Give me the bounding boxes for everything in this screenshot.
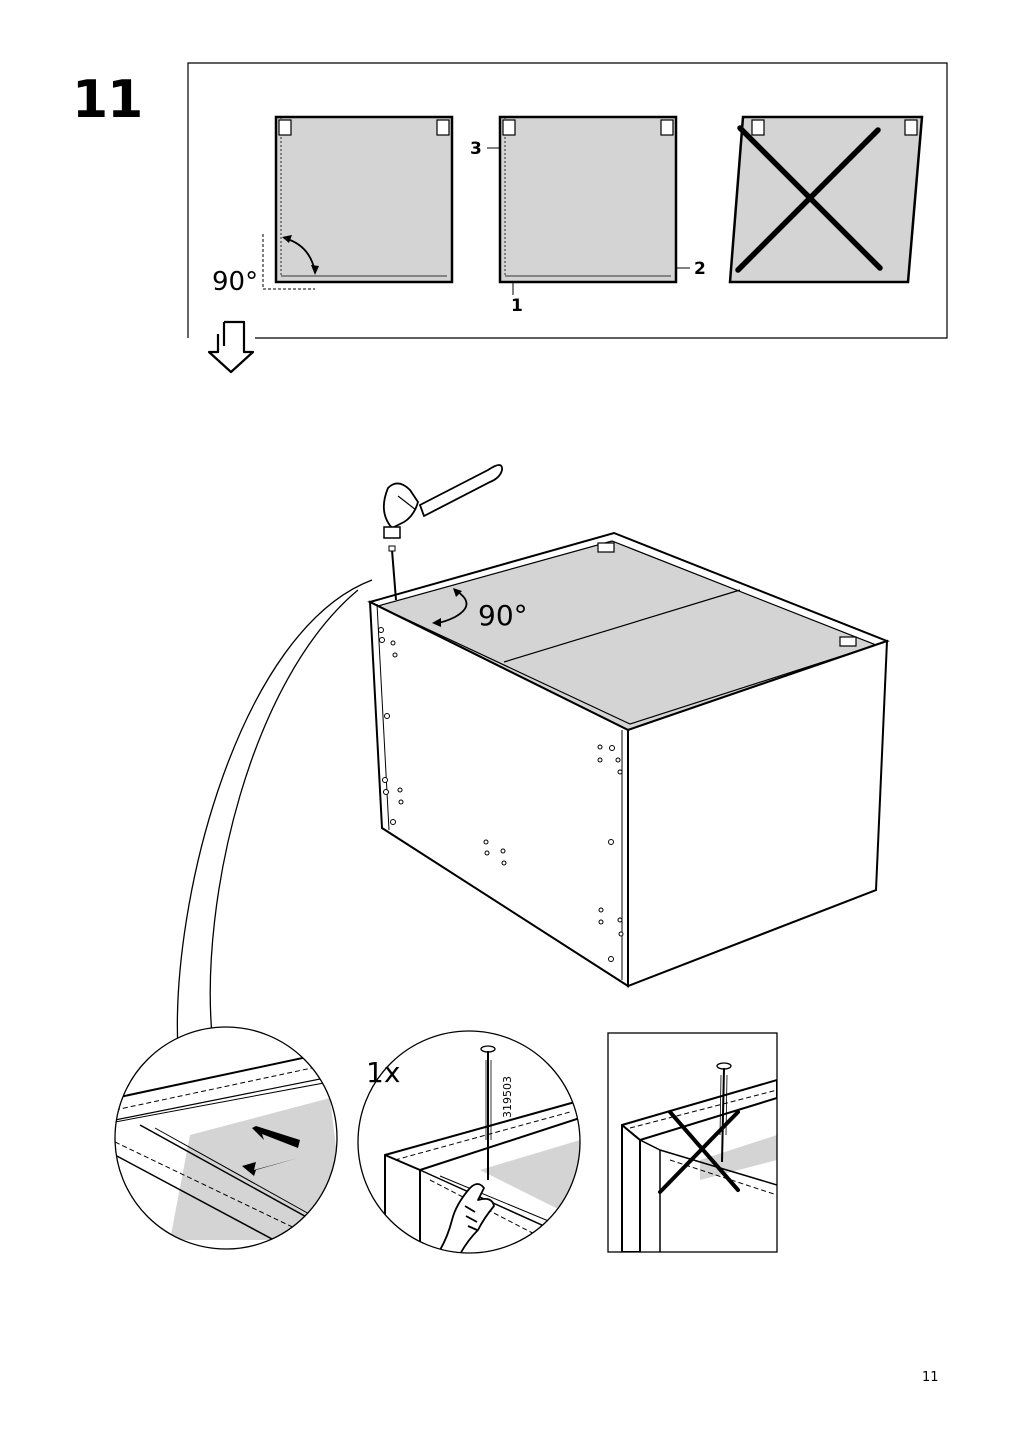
detail-circle-alignment [114, 1026, 338, 1250]
quantity-label: 1x [366, 1056, 400, 1089]
detail-circle-nail: 1x 319503 [357, 1030, 581, 1254]
callout-1: 1 [511, 296, 523, 316]
hand-press-icon [439, 1183, 495, 1253]
top-panel-frame [187, 62, 948, 339]
down-arrow-icon [207, 320, 255, 374]
callout-3: 3 [470, 139, 482, 159]
step-number: 11 [72, 70, 143, 130]
hammer-icon [382, 464, 503, 601]
cabinet-holes [378, 627, 624, 962]
nail-icon [480, 1045, 496, 1180]
cabinet-illustration: 90° [367, 531, 890, 988]
part-number-label: 319503 [501, 1076, 514, 1118]
page-number: 11 [922, 1370, 939, 1385]
zoom-leader [176, 579, 373, 1051]
cross-icon-detail [658, 1110, 740, 1194]
angle-label-main: 90° [478, 599, 528, 632]
top-panel: 90° 1 2 3 [187, 62, 948, 374]
angle-label-top: 90° [212, 267, 258, 297]
cross-icon [735, 125, 883, 273]
correct-square-diagram: 90° [212, 115, 454, 297]
detail-box-incorrect [607, 1032, 778, 1253]
incorrect-skewed-diagram [728, 115, 924, 284]
callout-2: 2 [694, 259, 706, 279]
numbered-square-diagram: 1 2 3 [470, 115, 706, 316]
